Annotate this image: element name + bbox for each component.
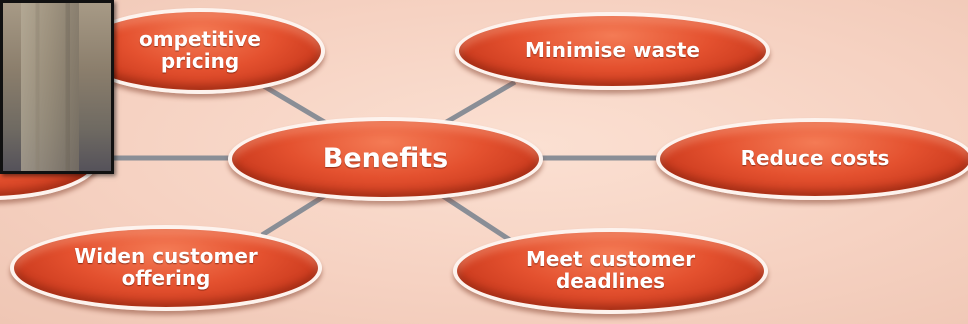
node-competitive-pricing: ompetitive pricing bbox=[75, 8, 325, 94]
node-widen-customer-offering: Widen customer offering bbox=[10, 225, 322, 311]
node-meet-customer-deadlines-label: Meet customer deadlines bbox=[525, 247, 696, 293]
photo-inset bbox=[0, 0, 114, 174]
node-minimise-waste-label: Minimise waste bbox=[525, 38, 700, 63]
node-benefits: Benefits bbox=[228, 117, 543, 201]
node-widen-customer-offering-label: Widen customer offering bbox=[74, 244, 258, 290]
node-meet-customer-deadlines: Meet customer deadlines bbox=[453, 228, 768, 314]
node-competitive-pricing-label: ompetitive pricing bbox=[139, 27, 261, 73]
photo-detail bbox=[21, 3, 79, 171]
node-reduce-costs: Reduce costs bbox=[656, 118, 968, 200]
node-reduce-costs-label: Reduce costs bbox=[740, 146, 890, 171]
node-minimise-waste: Minimise waste bbox=[455, 12, 770, 90]
node-benefits-label: Benefits bbox=[322, 143, 449, 175]
